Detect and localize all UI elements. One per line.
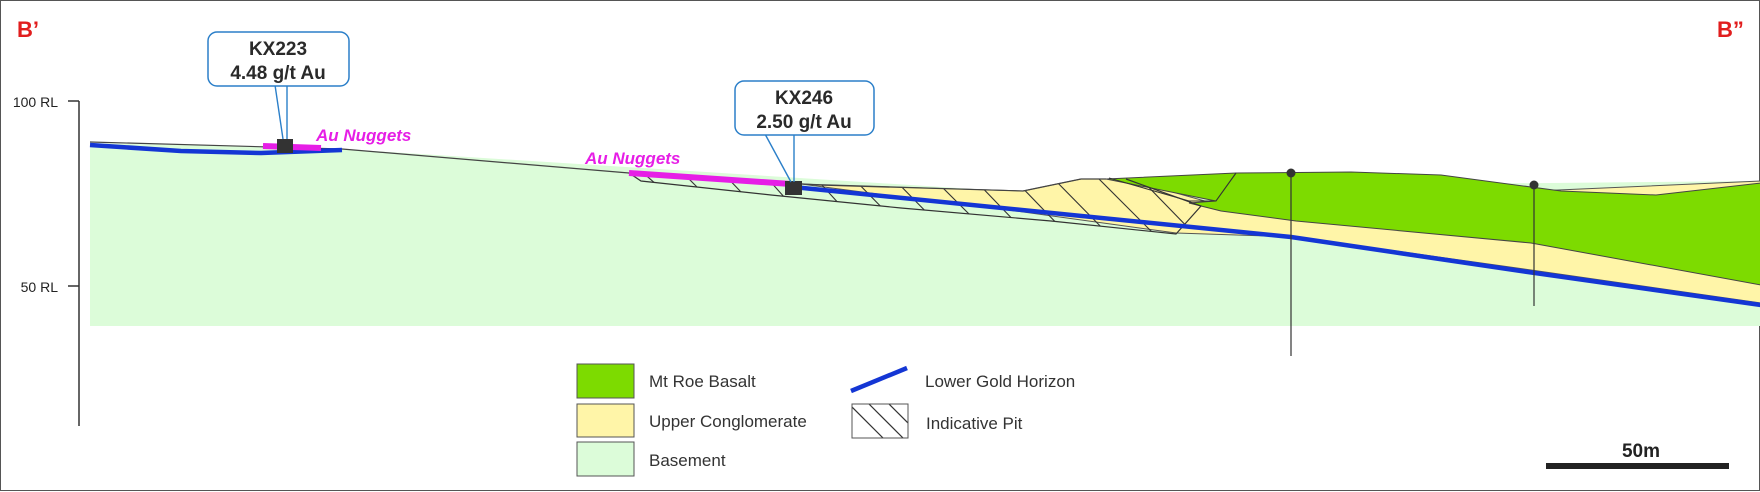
- scale-bar-label: 50m: [1622, 441, 1660, 462]
- mt-roe-basalt-layer: [1105, 171, 1760, 286]
- au-nuggets-label-west: Au Nuggets: [315, 126, 411, 145]
- rl-tick-100: 100 RL: [13, 94, 58, 110]
- au-nuggets-line-east: [628, 170, 792, 187]
- legend: Mt Roe Basalt Upper Conglomerate Basemen…: [576, 363, 1075, 477]
- legend-label-pit: Indicative Pit: [926, 414, 1023, 433]
- au-nuggets-label-east: Au Nuggets: [584, 149, 680, 168]
- callout-kx246-grade: 2.50 g/t Au: [756, 112, 851, 133]
- callout-kx223-grade: 4.48 g/t Au: [230, 63, 325, 84]
- legend-label-conglomerate: Upper Conglomerate: [649, 412, 807, 431]
- drill-hole-kx246-marker: [785, 181, 802, 195]
- rl-tick-50: 50 RL: [21, 279, 59, 295]
- callout-kx223-hole: KX223: [249, 39, 307, 60]
- rl-axis: 100 RL 50 RL: [13, 94, 80, 426]
- section-end-label: B”: [1717, 17, 1744, 42]
- lower-gold-horizon-east: [792, 184, 1760, 308]
- drill-hole-east-1: [1286, 168, 1296, 356]
- callout-kx246-hole: KX246: [775, 88, 833, 109]
- lower-gold-horizon-west: [89, 142, 343, 156]
- legend-swatch-conglomerate: [576, 403, 635, 438]
- drill-hole-east-2: [1529, 180, 1539, 306]
- legend-label-gold-horizon: Lower Gold Horizon: [925, 372, 1075, 391]
- legend-swatch-basement: [576, 441, 635, 477]
- ground-surface: [89, 141, 1106, 192]
- legend-label-basement: Basement: [649, 451, 726, 470]
- legend-swatch-gold-horizon: [850, 365, 908, 394]
- legend-label-basalt: Mt Roe Basalt: [649, 372, 756, 391]
- legend-swatch-pit: [851, 403, 909, 439]
- callout-kx246: KX246 2.50 g/t Au: [734, 80, 875, 183]
- legend-swatch-basalt: [576, 363, 635, 399]
- scale-bar: 50m: [1546, 441, 1729, 469]
- section-start-label: B’: [17, 17, 39, 42]
- drill-hole-kx223-marker: [277, 139, 293, 153]
- callout-kx223: KX223 4.48 g/t Au: [207, 31, 350, 140]
